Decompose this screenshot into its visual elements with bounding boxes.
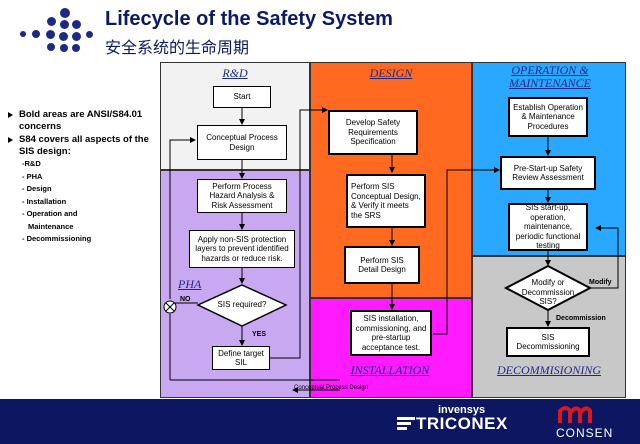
aspect-item: - Installation <box>22 196 67 206</box>
label-rd: R&D <box>222 66 248 80</box>
aspect-item: - Design <box>22 184 52 193</box>
footer-invensys: invensys <box>438 404 486 416</box>
footer-bar <box>0 399 640 444</box>
box-detail-design: Perform SIS Detail Design <box>344 246 420 284</box>
label-decommissioning: DECOMMISIONING <box>497 363 601 377</box>
box-sis-conceptual: Perform SIS Conceptual Design, & Verify … <box>346 174 426 228</box>
box-installation: SIS installation, commissioning, and pre… <box>350 310 432 356</box>
page-title: Lifecycle of the Safety System <box>105 8 393 30</box>
decision-modify <box>503 264 593 312</box>
label-operation: OPERATION & MAINTENANCE <box>508 63 591 90</box>
label-modify: Modify <box>589 279 612 286</box>
aspect-item: Maintenance <box>28 221 74 231</box>
design-aspects-list: -R&D - PHA - Design - Installation - Ope… <box>22 158 142 246</box>
aspect-item: -R&D <box>22 159 41 168</box>
box-hazard-analysis: Perform Process Hazard Analysis & Risk A… <box>197 179 287 213</box>
text-modify-decommission: Modify or Decommission SIS? <box>521 278 575 306</box>
box-decommissioning: SIS Decommissioning <box>506 327 590 357</box>
footer-triconex: TRICONEX <box>416 414 508 433</box>
box-start: Start <box>213 86 271 108</box>
label-decommission: Decommission <box>556 315 606 322</box>
box-establish-operation: Establish Operation & Maintenance Proced… <box>508 97 588 137</box>
triconex-logo-icon <box>397 417 415 431</box>
decision-sis-required <box>196 284 288 327</box>
box-develop-srs: Develop Safety Requirements Specificatio… <box>328 110 418 155</box>
box-pre-startup-review: Pre-Start-up Safety Review Assessment <box>500 156 596 190</box>
box-conceptual-design: Conceptual Process Design <box>197 125 287 160</box>
box-sis-startup: SIS start-up, operation, maintenance, pe… <box>508 203 588 251</box>
bullet-ansi: Bold areas are ANSI/S84.01 concerns <box>8 109 158 133</box>
label-design: DESIGN <box>369 66 413 80</box>
aspect-item: - Operation and <box>22 209 78 218</box>
label-yes: YES <box>252 331 267 338</box>
bullet-s84: S84 covers all aspects of the SIS design… <box>8 134 158 158</box>
text-sis-required: SIS required? <box>217 300 267 309</box>
aspect-item: - Decommissioning <box>22 234 92 243</box>
box-define-sil: Define target SIL <box>212 346 270 370</box>
aspect-item: - PHA <box>22 171 43 181</box>
label-pha: PHA <box>178 277 202 291</box>
label-installation: INSTALLATION <box>350 363 430 377</box>
box-non-sis-protection: Apply non-SIS protection layers to preve… <box>189 230 295 268</box>
label-return-conceptual: Conceptual Process Design <box>294 385 369 391</box>
footer-consen: CONSEN <box>556 426 614 440</box>
label-no: NO <box>180 296 191 303</box>
consen-logo-icon <box>558 405 594 425</box>
page-subtitle: 安全系统的生命周期 <box>105 38 250 57</box>
